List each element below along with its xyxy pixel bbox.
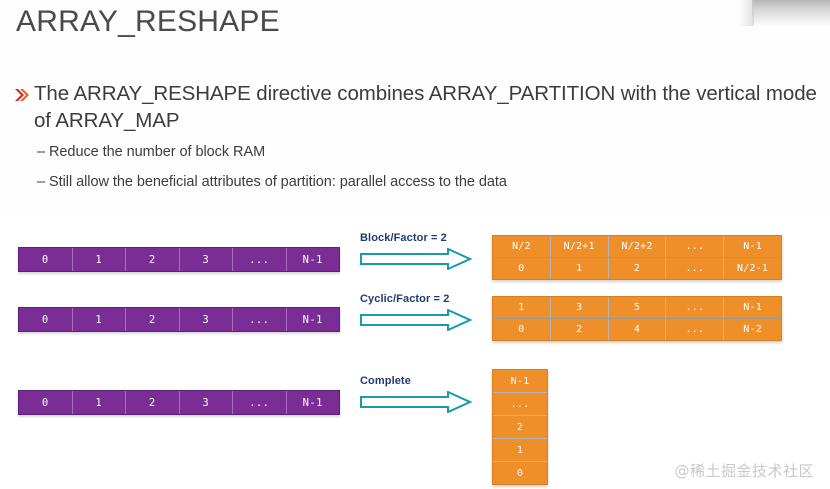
source-array-block: 0 1 2 3 ... N-1 (18, 247, 340, 272)
table-cell: 0 (493, 319, 551, 340)
table-cell: 1 (551, 258, 609, 279)
table-cell: ... (493, 393, 547, 416)
sub-bullet-text: Reduce the number of block RAM (49, 144, 266, 160)
array-cell: 2 (126, 248, 180, 271)
array-cell: 1 (73, 308, 126, 331)
transform-label: Complete (360, 375, 411, 387)
array-cell: 3 (180, 248, 233, 271)
table-cell: 2 (609, 258, 667, 279)
transform-block: Block/Factor = 2 (360, 232, 490, 270)
table-cell: 0 (493, 258, 551, 279)
source-array-cyclic: 0 1 2 3 ... N-1 (18, 307, 340, 332)
right-arrow-icon (360, 309, 490, 331)
table-row: 1 3 5 ... N-1 (493, 297, 781, 319)
array-cell: 1 (73, 391, 126, 414)
list-item: – Still allow the beneficial attributes … (37, 173, 826, 192)
array-cell: ... (233, 248, 287, 271)
double-chevron-icon (14, 80, 34, 102)
array-cell: ... (233, 308, 287, 331)
bullet-main-row: The ARRAY_RESHAPE directive combines ARR… (14, 80, 826, 134)
transform-cyclic: Cyclic/Factor = 2 (360, 293, 490, 331)
table-cell: N-2 (743, 324, 762, 335)
table-row: 0 2 4 ... N-2 (493, 319, 781, 340)
dash-marker: – (37, 144, 46, 160)
right-arrow-icon (360, 391, 490, 413)
source-array-complete: 0 1 2 3 ... N-1 (18, 390, 340, 415)
array-cell: 0 (19, 391, 73, 414)
corner-artifact (740, 0, 830, 26)
table-cell: N/2+2 (609, 236, 667, 257)
transform-complete: Complete (360, 375, 490, 413)
transform-label: Cyclic/Factor = 2 (360, 293, 450, 305)
table-cell: N/2+1 (551, 236, 609, 257)
table-cell: N-1 (743, 241, 762, 252)
array-cell: 0 (19, 248, 73, 271)
result-table-block: N/2 N/2+1 N/2+2 ... N-1 0 1 2 ... N/2-1 (492, 235, 782, 280)
watermark: @稀土掘金技术社区 (674, 462, 814, 480)
table-cell: 2 (493, 416, 547, 439)
table-cell: 4 (609, 319, 667, 340)
array-cell: 3 (180, 391, 233, 414)
table-cell: N-1 (743, 302, 762, 313)
array-cell: 3 (180, 308, 233, 331)
sub-bullet-text: Still allow the beneficial attributes of… (49, 174, 507, 190)
table-cell: 0 (516, 467, 524, 479)
table-row: N/2 N/2+1 N/2+2 ... N-1 (493, 236, 781, 258)
sub-bullet-list: – Reduce the number of block RAM – Still… (37, 143, 826, 192)
table-row: 0 1 2 ... N/2-1 (493, 258, 781, 279)
page-title: ARRAY_RESHAPE (16, 5, 280, 38)
table-cell: 3 (551, 297, 609, 318)
table-cell: 5 (609, 297, 667, 318)
bullet-main-text: The ARRAY_RESHAPE directive combines ARR… (34, 82, 817, 132)
table-cell: ... (666, 236, 725, 257)
array-cell: ... (233, 391, 287, 414)
result-table-cyclic: 1 3 5 ... N-1 0 2 4 ... N-2 (492, 296, 782, 341)
array-cell: N-1 (302, 313, 323, 326)
array-cell: 0 (19, 308, 73, 331)
table-cell: ... (666, 297, 725, 318)
array-cell: 2 (126, 391, 180, 414)
array-cell: N-1 (302, 396, 323, 409)
array-cell: N-1 (302, 253, 323, 266)
table-cell: 2 (551, 319, 609, 340)
right-arrow-icon (360, 248, 490, 270)
table-cell: 1 (493, 297, 551, 318)
table-cell: ... (666, 319, 725, 340)
table-cell: ... (666, 258, 725, 279)
dash-marker: – (37, 174, 46, 190)
bullet-block: The ARRAY_RESHAPE directive combines ARR… (14, 80, 826, 203)
transform-label: Block/Factor = 2 (360, 232, 447, 244)
array-cell: 2 (126, 308, 180, 331)
table-cell: N/2-1 (737, 263, 769, 274)
array-cell: 1 (73, 248, 126, 271)
table-cell: N-1 (493, 370, 547, 393)
table-cell: N/2 (493, 236, 551, 257)
table-cell: 1 (493, 439, 547, 462)
list-item: – Reduce the number of block RAM (37, 143, 826, 162)
result-column-complete: N-1 ... 2 1 0 (492, 369, 548, 485)
